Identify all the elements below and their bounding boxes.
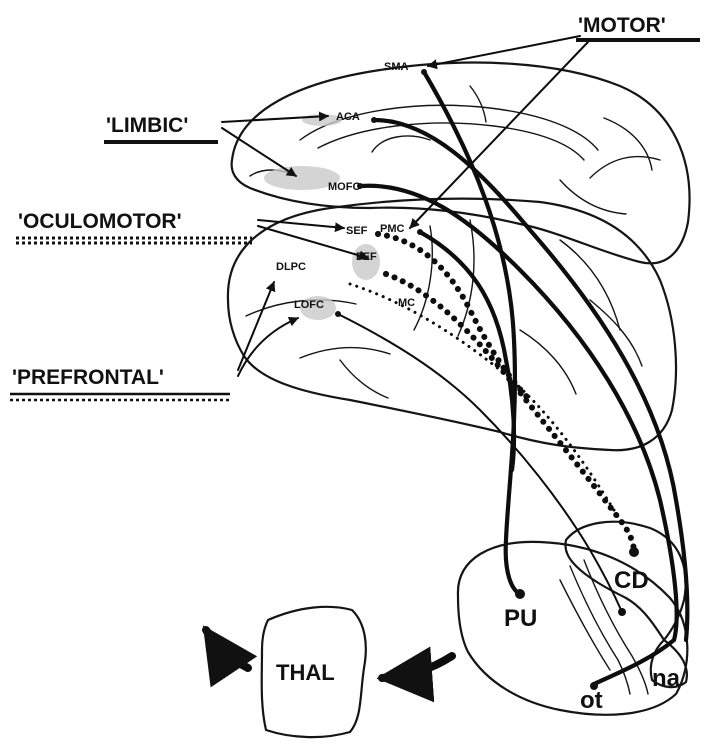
mc-label: MC (398, 297, 415, 309)
pu-label: PU (504, 605, 537, 632)
cd-label: CD (614, 567, 649, 594)
na-label: na (652, 665, 681, 692)
pathway-sma (424, 72, 520, 594)
prefrontal-label: 'PREFRONTAL' (12, 366, 164, 389)
motor-label: 'MOTOR' (578, 14, 666, 37)
aca-label: ACA (336, 111, 360, 123)
fef-label: FEF (356, 251, 377, 263)
oculomotor-label: 'OCULOMOTOR' (18, 210, 182, 233)
bg-to-thal-arrow (382, 656, 452, 678)
medial-brain-outline (232, 63, 690, 264)
terminal-dots (335, 69, 639, 690)
thal-to-cortex-arrow (206, 630, 248, 668)
sef-label: SEF (346, 225, 368, 237)
structure-labels: CD PU THAL ot na (276, 567, 681, 714)
ot-label: ot (580, 687, 603, 714)
pmc-label: PMC (380, 223, 405, 235)
thal-label: THAL (276, 660, 335, 685)
mofc-label: MOFC (328, 181, 360, 193)
dlpc-label: DLPC (276, 261, 306, 273)
pathway-pmc (420, 232, 514, 470)
sma-label: SMA (384, 61, 409, 73)
label-arrows (222, 36, 588, 376)
pathway-dlpc (350, 284, 620, 520)
limbic-label: 'LIMBIC' (106, 114, 188, 137)
lofc-label: LOFC (294, 299, 324, 311)
